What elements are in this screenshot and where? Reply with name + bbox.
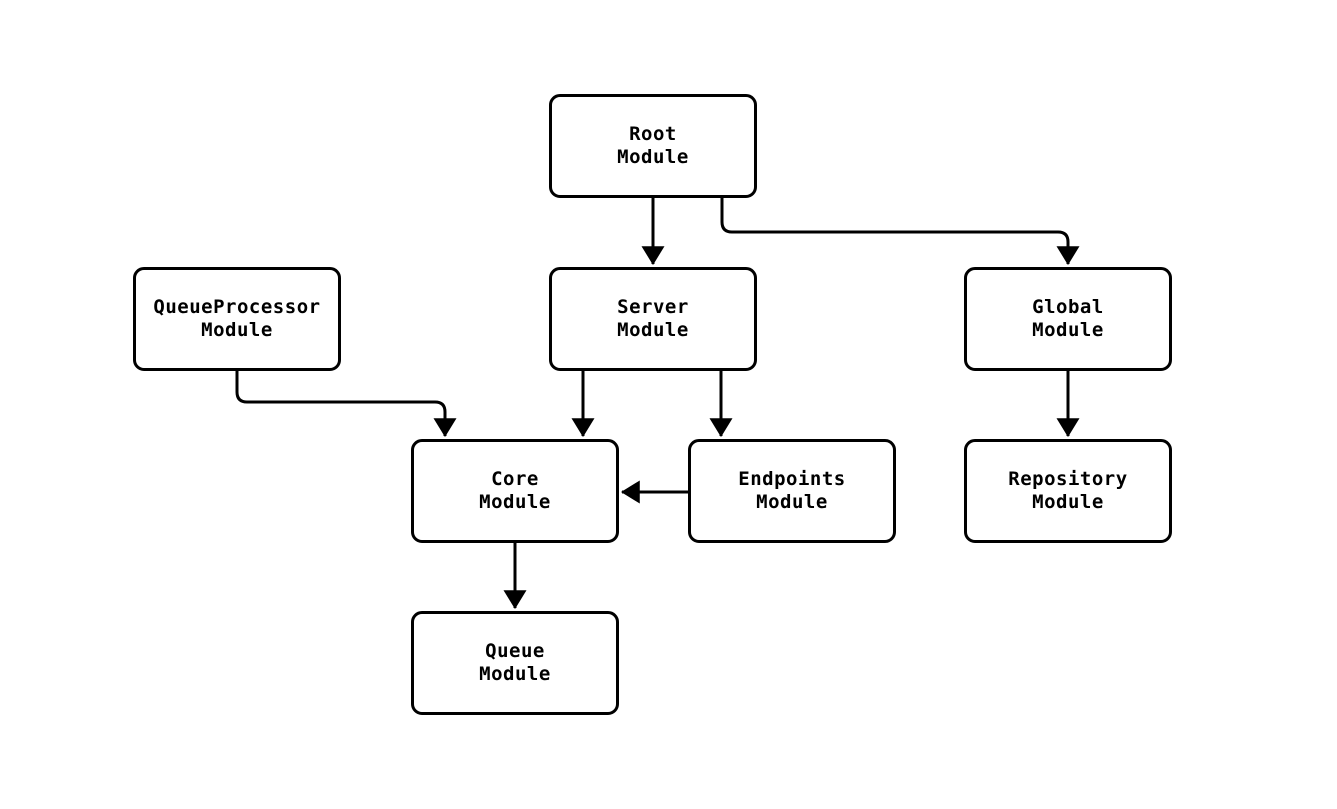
node-queueprocessor-module: QueueProcessor Module bbox=[133, 267, 341, 371]
edge-root-to-global bbox=[720, 198, 1080, 266]
node-queue-module: Queue Module bbox=[411, 611, 619, 715]
node-repository-module: Repository Module bbox=[964, 439, 1172, 543]
node-core-module: Core Module bbox=[411, 439, 619, 543]
node-global-module: Global Module bbox=[964, 267, 1172, 371]
node-root-module: Root Module bbox=[549, 94, 757, 198]
node-endpoints-module: Endpoints Module bbox=[688, 439, 896, 543]
node-server-module: Server Module bbox=[549, 267, 757, 371]
edge-queueprocessor-to-core bbox=[235, 371, 457, 438]
